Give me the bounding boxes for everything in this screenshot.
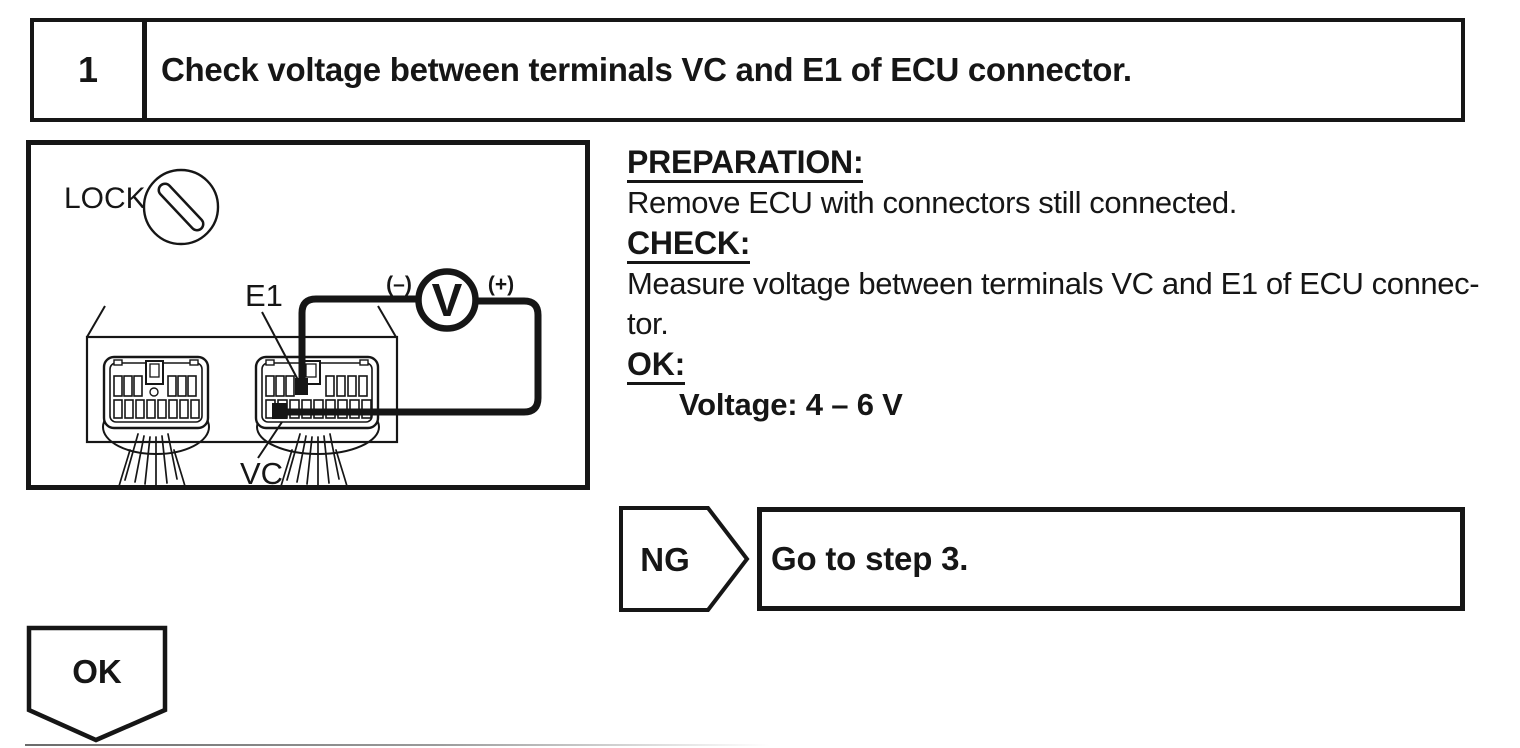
voltmeter-icon: V (–) (+) [282, 268, 542, 416]
ok-voltage-spec: Voltage: 4 – 6 V [679, 387, 903, 422]
check-heading: CHECK: [627, 223, 1512, 264]
wire-harness-right [279, 433, 349, 490]
ecu-measurement-figure: LOCK [26, 140, 590, 490]
ignition-lock-icon: LOCK [64, 168, 220, 246]
check-heading-text: CHECK: [627, 226, 750, 264]
meter-positive-label: (+) [488, 273, 514, 296]
preparation-heading: PREPARATION: [627, 142, 1512, 183]
terminal-vc [272, 403, 287, 419]
ok-label: OK [72, 653, 122, 690]
ng-arrow: NG [619, 506, 750, 612]
check-text-line-1: Measure voltage between terminals VC and… [627, 266, 1480, 301]
step-header: 1 Check voltage between terminals VC and… [30, 18, 1465, 122]
ok-arrow: OK [26, 625, 168, 743]
e1-label: E1 [245, 278, 283, 313]
wire-harness-left [117, 433, 187, 490]
preparation-heading-text: PREPARATION: [627, 145, 864, 183]
ok-heading-text: OK: [627, 347, 685, 385]
page-bottom-rule [25, 744, 770, 746]
ng-action-text: Go to step 3. [771, 540, 969, 577]
terminal-e1 [295, 378, 308, 395]
voltmeter-letter: V [432, 274, 463, 326]
ng-action-box: Go to step 3. [757, 507, 1465, 611]
e1-leader-line [261, 311, 299, 381]
ng-label: NG [640, 541, 690, 578]
ecu-connector-left [102, 355, 210, 430]
step-title: Check voltage between terminals VC and E… [161, 51, 1132, 88]
preparation-text: Remove ECU with connectors still connect… [627, 185, 1237, 220]
meter-negative-label: (–) [386, 273, 412, 296]
vc-leader-line [257, 421, 283, 459]
check-text-line-2: tor. [627, 306, 669, 341]
step-number-cell: 1 [34, 22, 147, 118]
lock-label: LOCK [64, 182, 146, 215]
instruction-block: PREPARATION: Remove ECU with connectors … [627, 142, 1512, 425]
vc-label: VC [240, 456, 283, 490]
ok-heading: OK: [627, 344, 1512, 385]
